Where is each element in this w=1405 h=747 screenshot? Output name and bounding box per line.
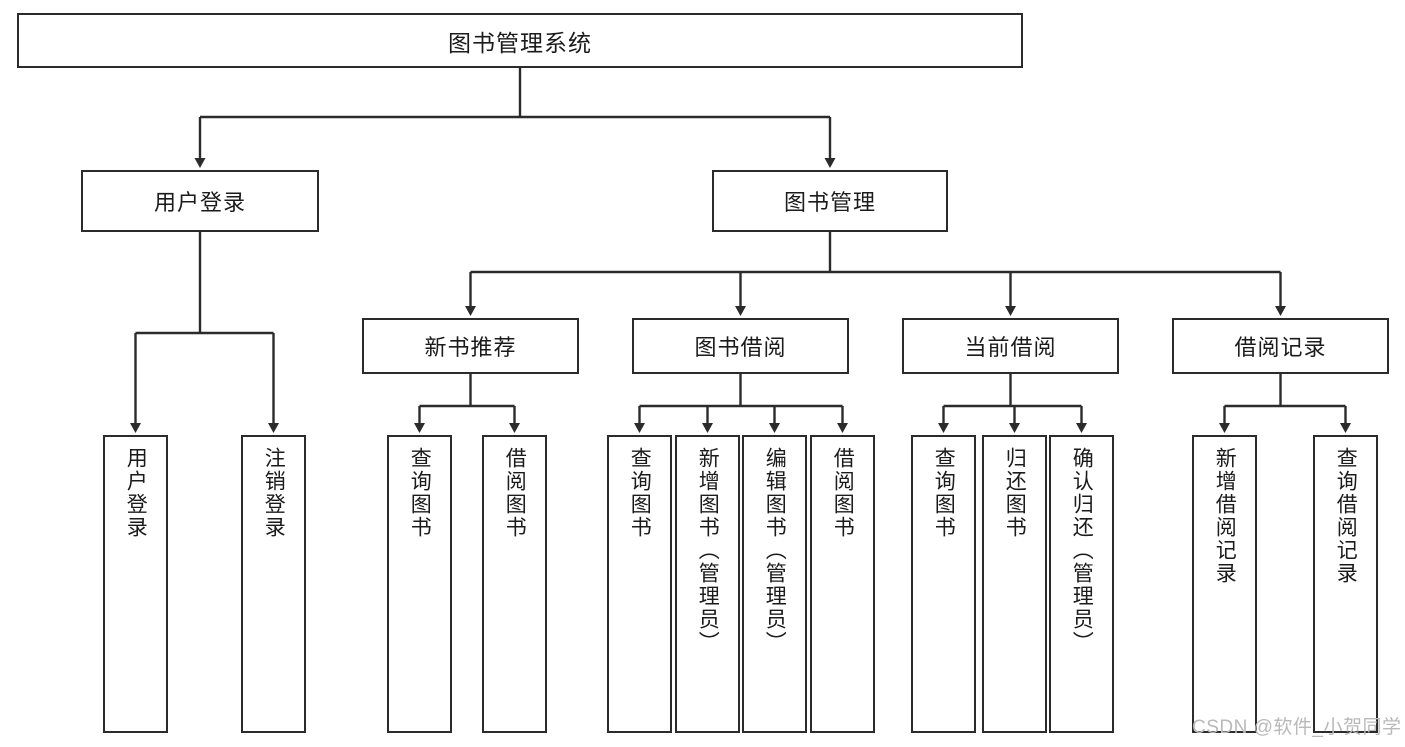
node-label: 借阅图书 (503, 447, 527, 539)
node-book-manage[interactable]: 图书管理 (712, 170, 948, 232)
node-label: 图书借阅 (694, 335, 787, 360)
node-leaf-user-logout[interactable]: 注销登录 (241, 435, 306, 733)
node-leaf-borrow-query[interactable]: 查询图书 (607, 435, 672, 733)
node-label: 用户登录 (153, 190, 246, 215)
node-label: 确认归还（管理员） (1070, 447, 1094, 654)
node-label: 用户登录 (124, 447, 148, 539)
node-label: 编辑图书（管理员） (763, 447, 787, 654)
node-leaf-cur-confirm[interactable]: 确认归还（管理员） (1049, 435, 1114, 733)
node-label: 图书管理系统 (448, 29, 592, 56)
node-new-book-rec[interactable]: 新书推荐 (362, 318, 579, 374)
node-label: 查询图书 (932, 447, 956, 539)
node-label: 当前借阅 (964, 335, 1057, 360)
node-label: 图书管理 (783, 190, 876, 215)
node-label: 查询图书 (628, 447, 652, 539)
node-label: 归还图书 (1003, 447, 1027, 539)
node-leaf-rec-borrow[interactable]: 借阅图书 (482, 435, 547, 733)
node-borrow-record[interactable]: 借阅记录 (1172, 318, 1389, 374)
node-label: 借阅记录 (1234, 335, 1327, 360)
node-leaf-rec-search[interactable]: 查询借阅记录 (1313, 435, 1378, 733)
node-leaf-borrow-add[interactable]: 新增图书（管理员） (675, 435, 740, 733)
node-book-borrow[interactable]: 图书借阅 (632, 318, 849, 374)
node-label: 查询借阅记录 (1334, 447, 1358, 585)
node-leaf-rec-query[interactable]: 查询图书 (387, 435, 452, 733)
node-label: 新书推荐 (424, 335, 517, 360)
node-leaf-cur-return[interactable]: 归还图书 (982, 435, 1047, 733)
node-leaf-borrow-lend[interactable]: 借阅图书 (810, 435, 875, 733)
node-user-login[interactable]: 用户登录 (81, 170, 319, 232)
node-current-borrow[interactable]: 当前借阅 (902, 318, 1119, 374)
node-root[interactable]: 图书管理系统 (17, 13, 1023, 68)
node-leaf-rec-add[interactable]: 新增借阅记录 (1192, 435, 1257, 733)
node-label: 注销登录 (262, 447, 286, 539)
node-label: 新增图书（管理员） (696, 447, 720, 654)
node-leaf-user-login[interactable]: 用户登录 (103, 435, 168, 733)
node-label: 借阅图书 (831, 447, 855, 539)
node-leaf-borrow-edit[interactable]: 编辑图书（管理员） (742, 435, 807, 733)
csdn-watermark: CSDN @软件_小贺同学 (1192, 717, 1402, 738)
node-label: 查询图书 (408, 447, 432, 539)
node-label: 新增借阅记录 (1213, 447, 1237, 585)
node-leaf-cur-query[interactable]: 查询图书 (911, 435, 976, 733)
